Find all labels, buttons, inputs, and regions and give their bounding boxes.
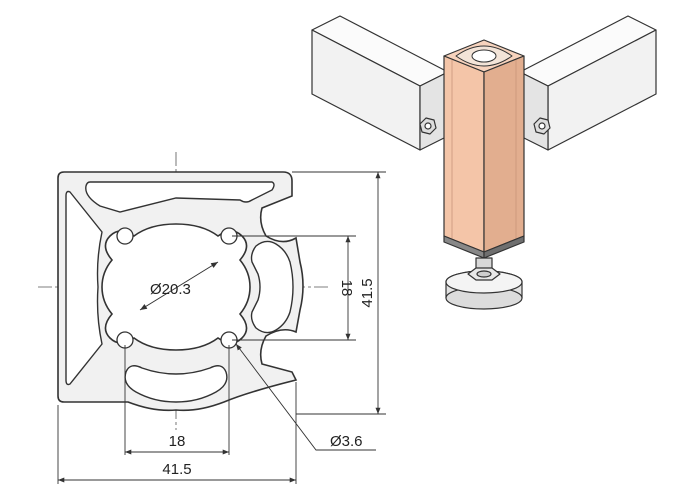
assembly-view bbox=[311, 15, 657, 310]
hole-diameter-leader bbox=[235, 343, 376, 451]
right-beam bbox=[519, 15, 657, 151]
dimension-lines bbox=[57, 171, 386, 484]
hole-top-left bbox=[116, 227, 134, 245]
label-slot-spacing-vertical: 18 bbox=[338, 280, 355, 297]
right-slot bbox=[250, 240, 294, 334]
leveling-foot bbox=[445, 257, 523, 310]
vertical-post bbox=[443, 39, 525, 259]
dimension-labels: Ø20.3 18 41.5 18 41.5 Ø3.6 bbox=[150, 278, 376, 478]
top-slot bbox=[85, 181, 275, 213]
label-slot-spacing-horizontal: 18 bbox=[169, 433, 186, 450]
label-profile-width: 41.5 bbox=[162, 461, 191, 478]
label-profile-height: 41.5 bbox=[359, 278, 376, 307]
label-hole-diameter: Ø3.6 bbox=[330, 433, 363, 450]
label-bore-diameter: Ø20.3 bbox=[150, 281, 191, 298]
left-beam bbox=[311, 15, 449, 151]
bore-diameter-leader bbox=[139, 261, 219, 311]
left-slot bbox=[65, 190, 103, 386]
profile-cross-section bbox=[38, 152, 330, 430]
